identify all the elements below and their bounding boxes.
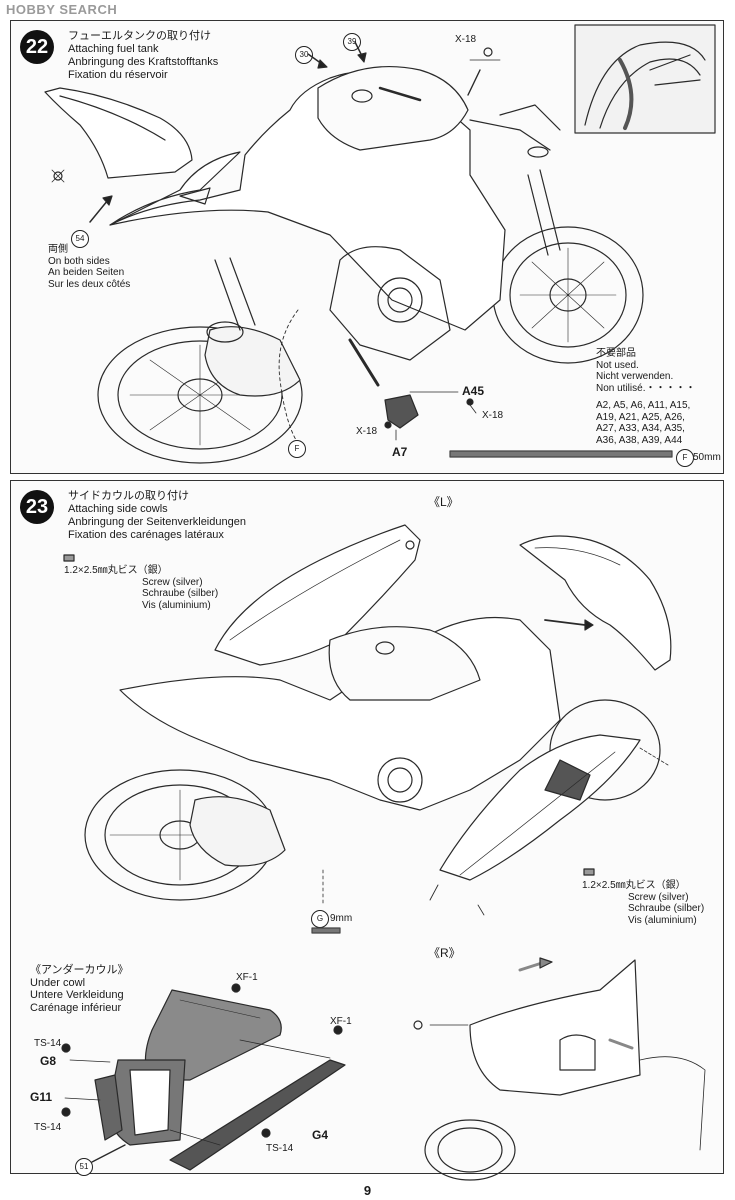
- paint-xf1-label-a: XF-1: [236, 972, 258, 983]
- both-sides-fr: Sur les deux côtés: [48, 278, 131, 290]
- unused-list-line: A2, A5, A6, A11, A15,: [596, 400, 691, 411]
- step-23-title-de: Anbringung der Seitenverkleidungen: [68, 516, 246, 528]
- both-sides-note: 両側 On both sides An beiden Seiten Sur le…: [48, 244, 130, 290]
- page-number: 9: [363, 1183, 372, 1198]
- paint-ts14-label-a: TS-14: [34, 1038, 62, 1049]
- unused-list-line: A19, A21, A25, A26,: [596, 411, 685, 423]
- screw-en: Screw (silver): [142, 576, 203, 588]
- left-side-tag: 《L》: [428, 495, 459, 509]
- under-cowl-fr: Carénage inférieur: [30, 1001, 122, 1014]
- screw-spec-right: 1.2×2.5㎜丸ビス（銀） Screw (silver) Schraube (…: [582, 880, 704, 926]
- step-22-title-en: Attaching fuel tank: [68, 43, 159, 55]
- x18-label-top: X-18: [455, 34, 477, 45]
- watermark-logo: HOBBY SEARCH: [6, 2, 118, 17]
- unused-jp: 不要部品: [596, 348, 636, 359]
- step-23-number: 23: [20, 490, 54, 524]
- under-cowl-en: Under cowl: [30, 976, 86, 989]
- tape-f-callout: F: [288, 440, 306, 458]
- part-54-callout: 54: [71, 230, 89, 248]
- step-22-title: フューエルタンクの取り付け Attaching fuel tank Anbrin…: [68, 30, 218, 82]
- part-g4-label: G4: [312, 1128, 329, 1142]
- right-side-tag: 《R》: [428, 946, 461, 960]
- part-30-callout: 30: [295, 46, 313, 64]
- under-cowl-de: Untere Verkleidung: [30, 989, 124, 1001]
- tape-50mm-label: 50mm: [693, 452, 721, 463]
- part-g11-label: G11: [30, 1090, 53, 1104]
- tape-g-callout: G: [311, 910, 329, 928]
- step-23-title: サイドカウルの取り付け Attaching side cowls Anbring…: [68, 490, 246, 542]
- step-23-title-fr: Fixation des carénages latéraux: [68, 529, 224, 541]
- tape-9mm-label: 9mm: [330, 913, 353, 924]
- part-39-callout: 39: [343, 33, 361, 51]
- screw-fr: Vis (aluminium): [142, 599, 211, 611]
- paint-ts14-label-c: TS-14: [266, 1143, 294, 1154]
- step-22-number: 22: [20, 30, 54, 64]
- unused-list-line: A27, A33, A34, A35,: [596, 423, 685, 434]
- tape-f-scale-callout: F: [676, 449, 694, 467]
- x18-label-left: X-18: [356, 426, 378, 437]
- unused-parts-note: 不要部品 Not used. Nicht verwenden. Non util…: [596, 348, 695, 446]
- both-sides-de: An beiden Seiten: [48, 267, 125, 278]
- under-cowl-title: 《アンダーカウル》 Under cowl Untere Verkleidung …: [30, 964, 129, 1014]
- screw-jp: 1.2×2.5㎜丸ビス（銀）: [64, 565, 168, 576]
- screw-fr: Vis (aluminium): [628, 914, 697, 926]
- paint-ts14-label-b: TS-14: [34, 1122, 62, 1133]
- part-51-callout: 51: [75, 1158, 93, 1176]
- under-cowl-jp: 《アンダーカウル》: [30, 964, 129, 976]
- unused-en: Not used.: [596, 359, 639, 371]
- step-22-title-fr: Fixation du réservoir: [68, 69, 168, 81]
- part-a7-label: A7: [392, 445, 408, 459]
- step-23-title-en: Attaching side cowls: [68, 503, 168, 515]
- part-g8-label: G8: [40, 1054, 57, 1068]
- unused-list: A2, A5, A6, A11, A15, A19, A21, A25, A26…: [596, 400, 695, 446]
- screw-jp: 1.2×2.5㎜丸ビス（銀）: [582, 880, 686, 891]
- unused-de: Nicht verwenden.: [596, 371, 674, 382]
- unused-fr: Non utilisé.・・・・・: [596, 382, 696, 394]
- step-22-title-de: Anbringung des Kraftstofftanks: [68, 56, 219, 68]
- part-a45-label: A45: [462, 384, 485, 398]
- step-22-title-jp: フューエルタンクの取り付け: [68, 30, 211, 42]
- screw-spec-left: 1.2×2.5㎜丸ビス（銀） Screw (silver) Schraube (…: [64, 565, 218, 611]
- screw-en: Screw (silver): [628, 891, 689, 903]
- step-23-title-jp: サイドカウルの取り付け: [68, 490, 189, 502]
- both-sides-jp: 両側: [48, 244, 68, 255]
- both-sides-en: On both sides: [48, 255, 110, 267]
- screw-de: Schraube (silber): [142, 588, 219, 599]
- screw-de: Schraube (silber): [628, 903, 705, 914]
- x18-label-right: X-18: [482, 410, 504, 421]
- paint-xf1-label-b: XF-1: [330, 1016, 352, 1027]
- unused-list-line: A36, A38, A39, A44: [596, 434, 683, 446]
